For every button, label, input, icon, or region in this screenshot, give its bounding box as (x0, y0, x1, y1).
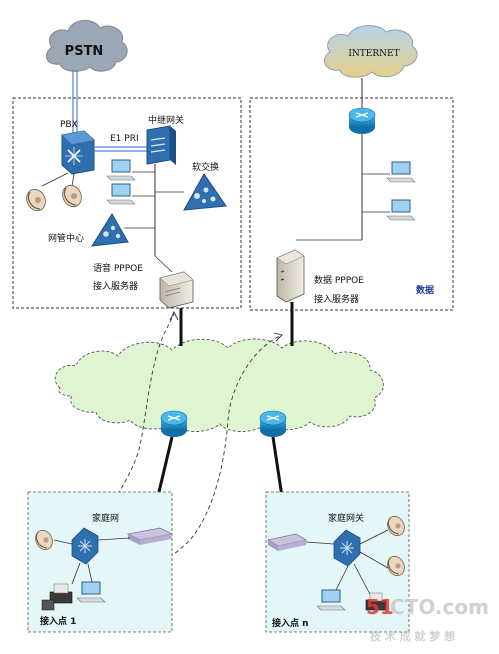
server-icon (276, 249, 305, 303)
printer-icon (365, 592, 387, 611)
pstn-cloud: PSTN (45, 20, 128, 72)
pc-icon (76, 581, 106, 603)
voice-bras-label: 接入服务器 (93, 280, 138, 292)
pc-icon (106, 159, 136, 181)
core-cloud (54, 338, 384, 432)
phone-icon (26, 188, 46, 212)
softswitch-icon (183, 173, 227, 211)
router-icon (160, 410, 188, 437)
phone-icon (62, 184, 82, 208)
router-icon (259, 410, 287, 437)
pc-icon (386, 199, 416, 221)
printer-icon (41, 583, 73, 611)
data-tag-label: 数据 (416, 284, 434, 296)
watermark-brand-num: 51 (366, 595, 394, 619)
data-pppoe-label: 数据 PPPOE (314, 274, 364, 286)
pc-icon (316, 589, 346, 611)
gateway-icon (333, 529, 361, 567)
hub-icon (266, 533, 308, 551)
access-point-n-label: 接入点 n (272, 617, 309, 629)
internet-cloud: INTERNET (324, 25, 418, 78)
watermark-slogan: 技 术 成 就 梦 想 (370, 629, 455, 643)
pbx-label: PBX (60, 120, 78, 130)
trunk-gateway-icon (146, 125, 176, 165)
phone-icon (387, 515, 405, 537)
phone-icon (387, 555, 405, 577)
phone-icon (35, 529, 53, 551)
pc-icon (386, 161, 416, 183)
gateway-icon (71, 527, 99, 565)
data-domain-box (249, 97, 454, 311)
e1-label: E1 PRI (110, 134, 139, 144)
pc-icon (106, 183, 136, 205)
router-icon (348, 107, 376, 134)
voice-pppoe-label: 语音 PPPOE (93, 262, 143, 274)
home-gateway-label-1: 家庭网 (92, 512, 119, 524)
watermark-brand-rest: CTO.com (390, 595, 489, 619)
access-point-1-box (27, 491, 173, 633)
softswitch-label: 软交换 (192, 161, 219, 173)
nms-label: 网管中心 (48, 232, 84, 244)
server-icon (159, 271, 194, 309)
voice-session-path (84, 313, 175, 541)
internet-label: INTERNET (348, 49, 399, 59)
nms-icon (91, 213, 129, 247)
hub-icon (126, 527, 174, 545)
data-bras-label: 接入服务器 (314, 293, 359, 305)
voice-domain-box (12, 97, 242, 309)
access-point-1-label: 接入点 1 (40, 615, 76, 627)
trunk-gateway-label: 中继网关 (148, 114, 184, 126)
pstn-label: PSTN (65, 44, 104, 59)
home-gateway-label-n: 家庭网关 (328, 512, 364, 524)
watermark-logo: 51 CTO.com 技 术 成 就 梦 想 (366, 595, 489, 643)
pbx-switch-icon (61, 130, 95, 175)
